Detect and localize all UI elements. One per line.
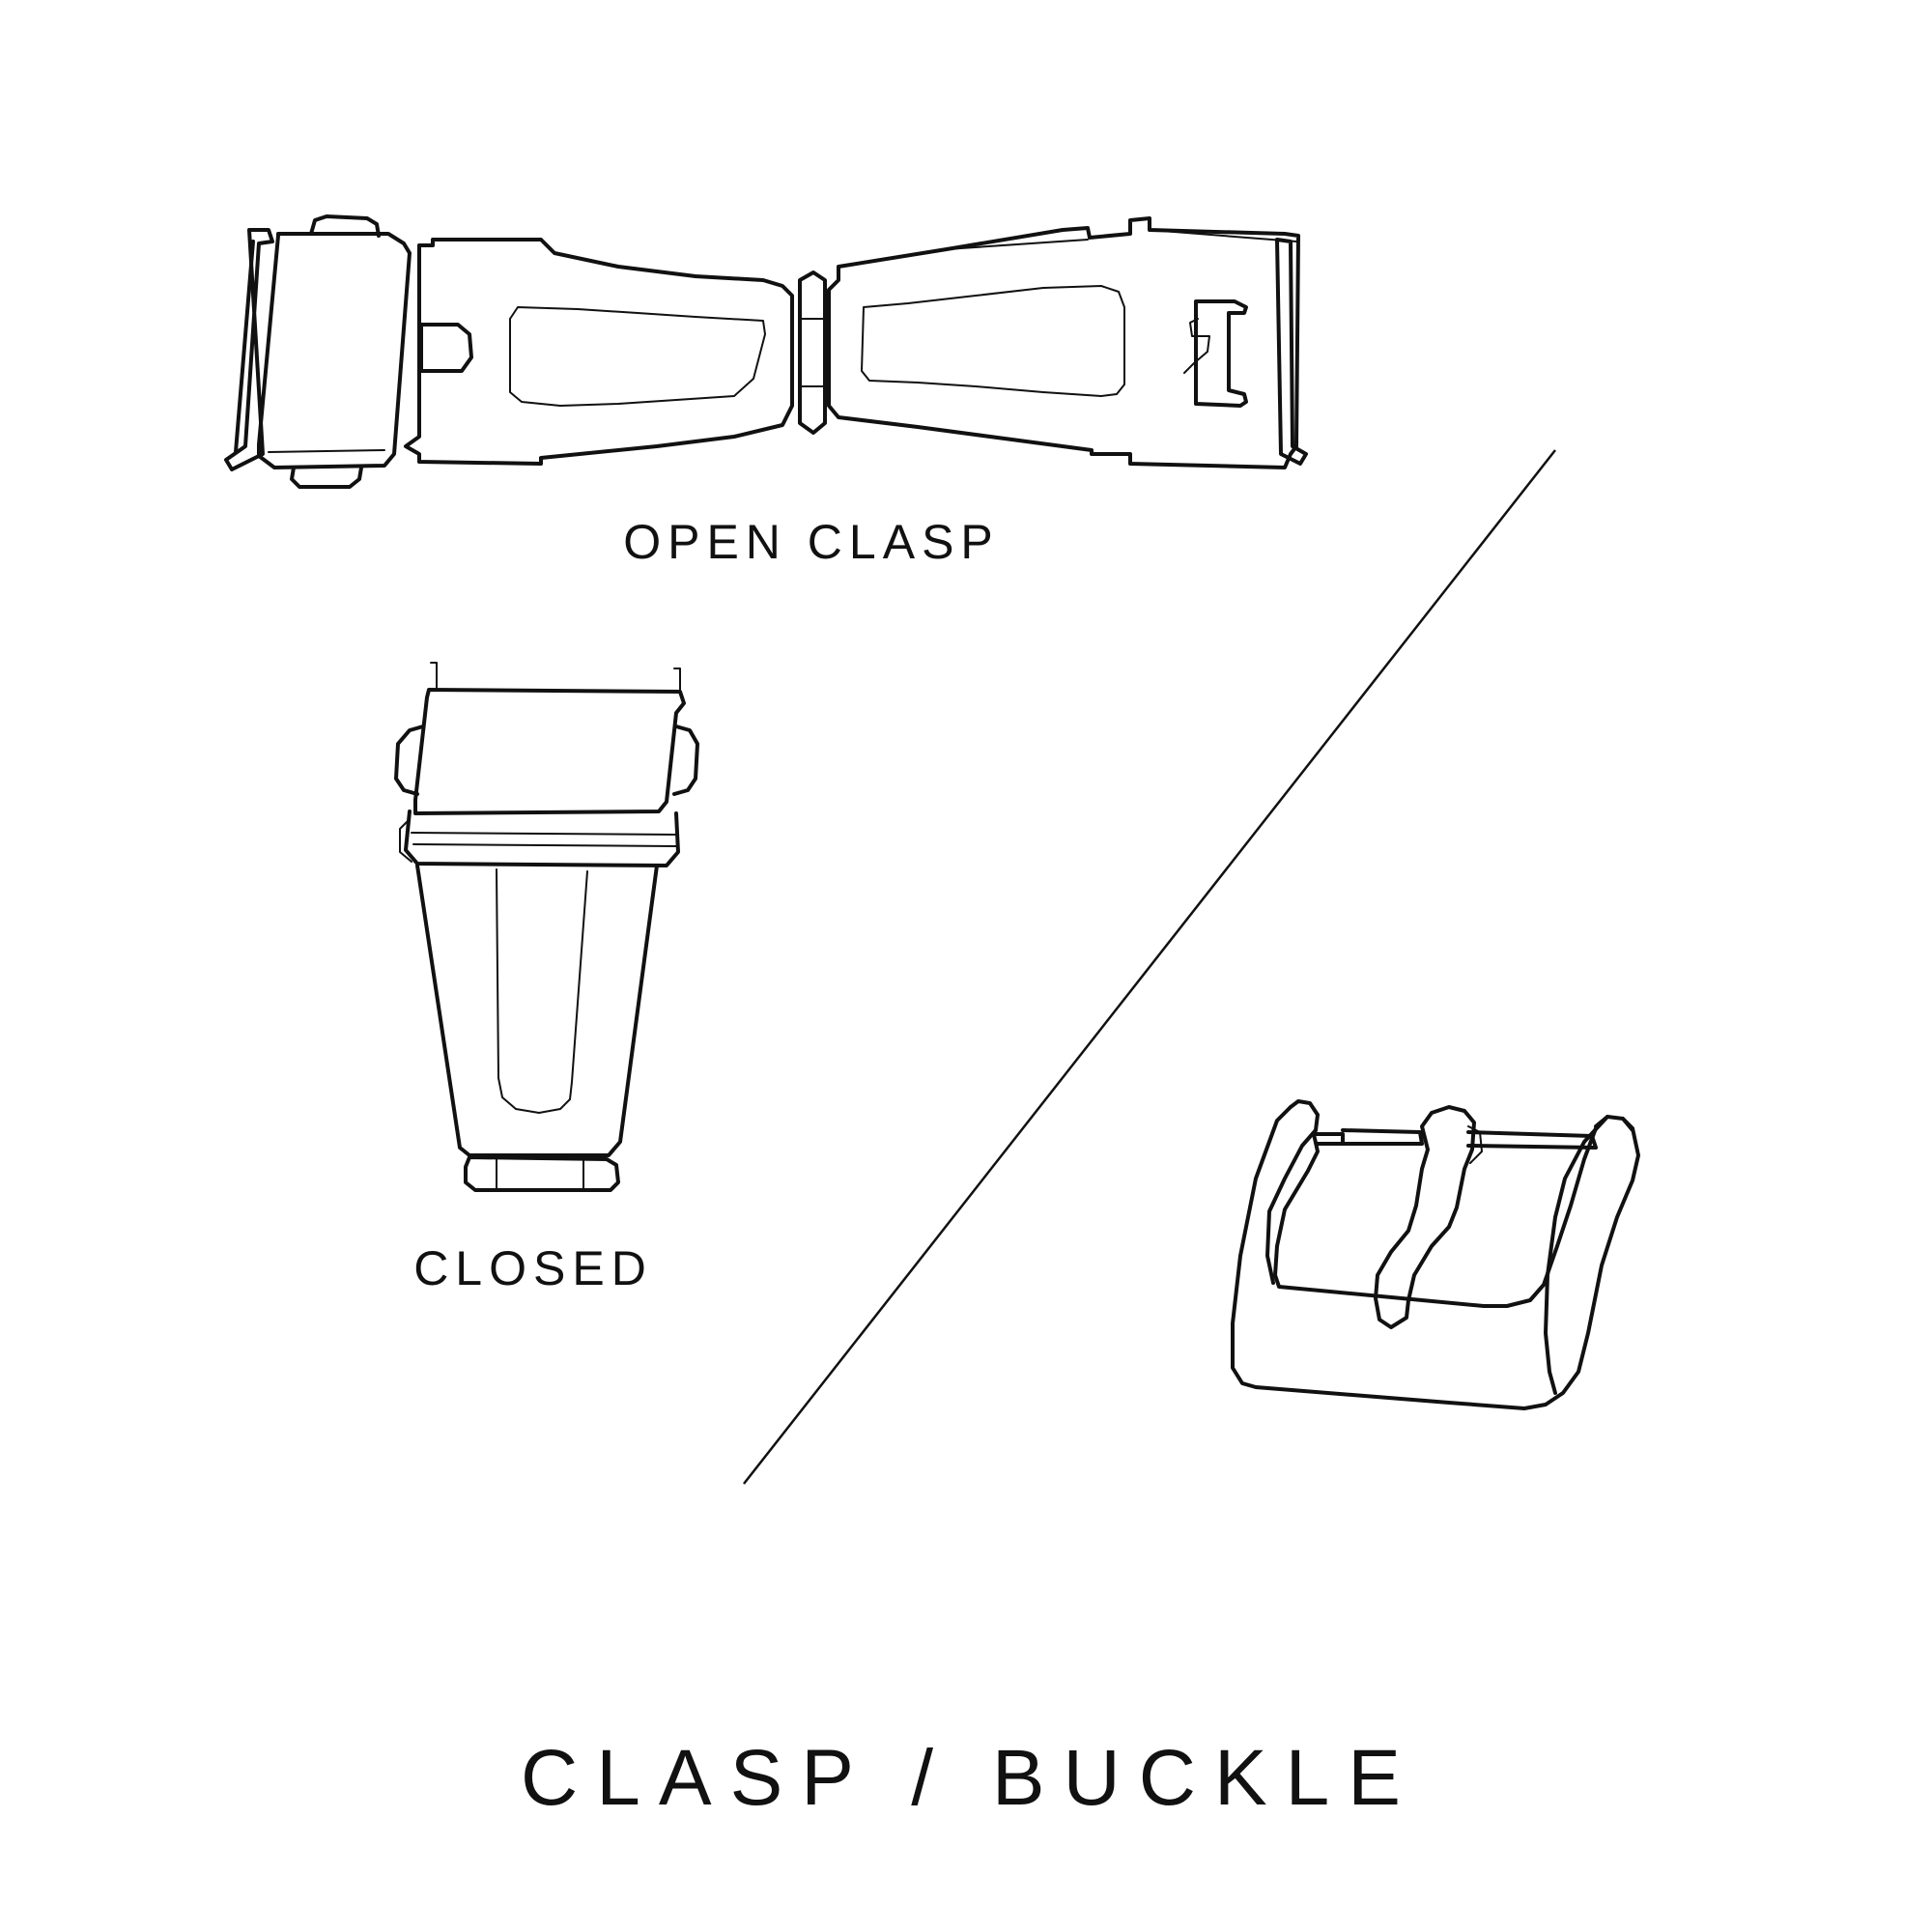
- open-clasp-label: OPEN CLASP: [623, 515, 1000, 569]
- closed-clasp-illustration: [394, 662, 699, 1192]
- open-clasp-illustration: [224, 214, 1308, 489]
- pin-buckle-illustration: [1231, 1099, 1640, 1410]
- closed-clasp-label: CLOSED: [413, 1241, 653, 1295]
- divider-line: [743, 449, 1556, 1485]
- page-title: CLASP / BUCKLE: [521, 1734, 1419, 1822]
